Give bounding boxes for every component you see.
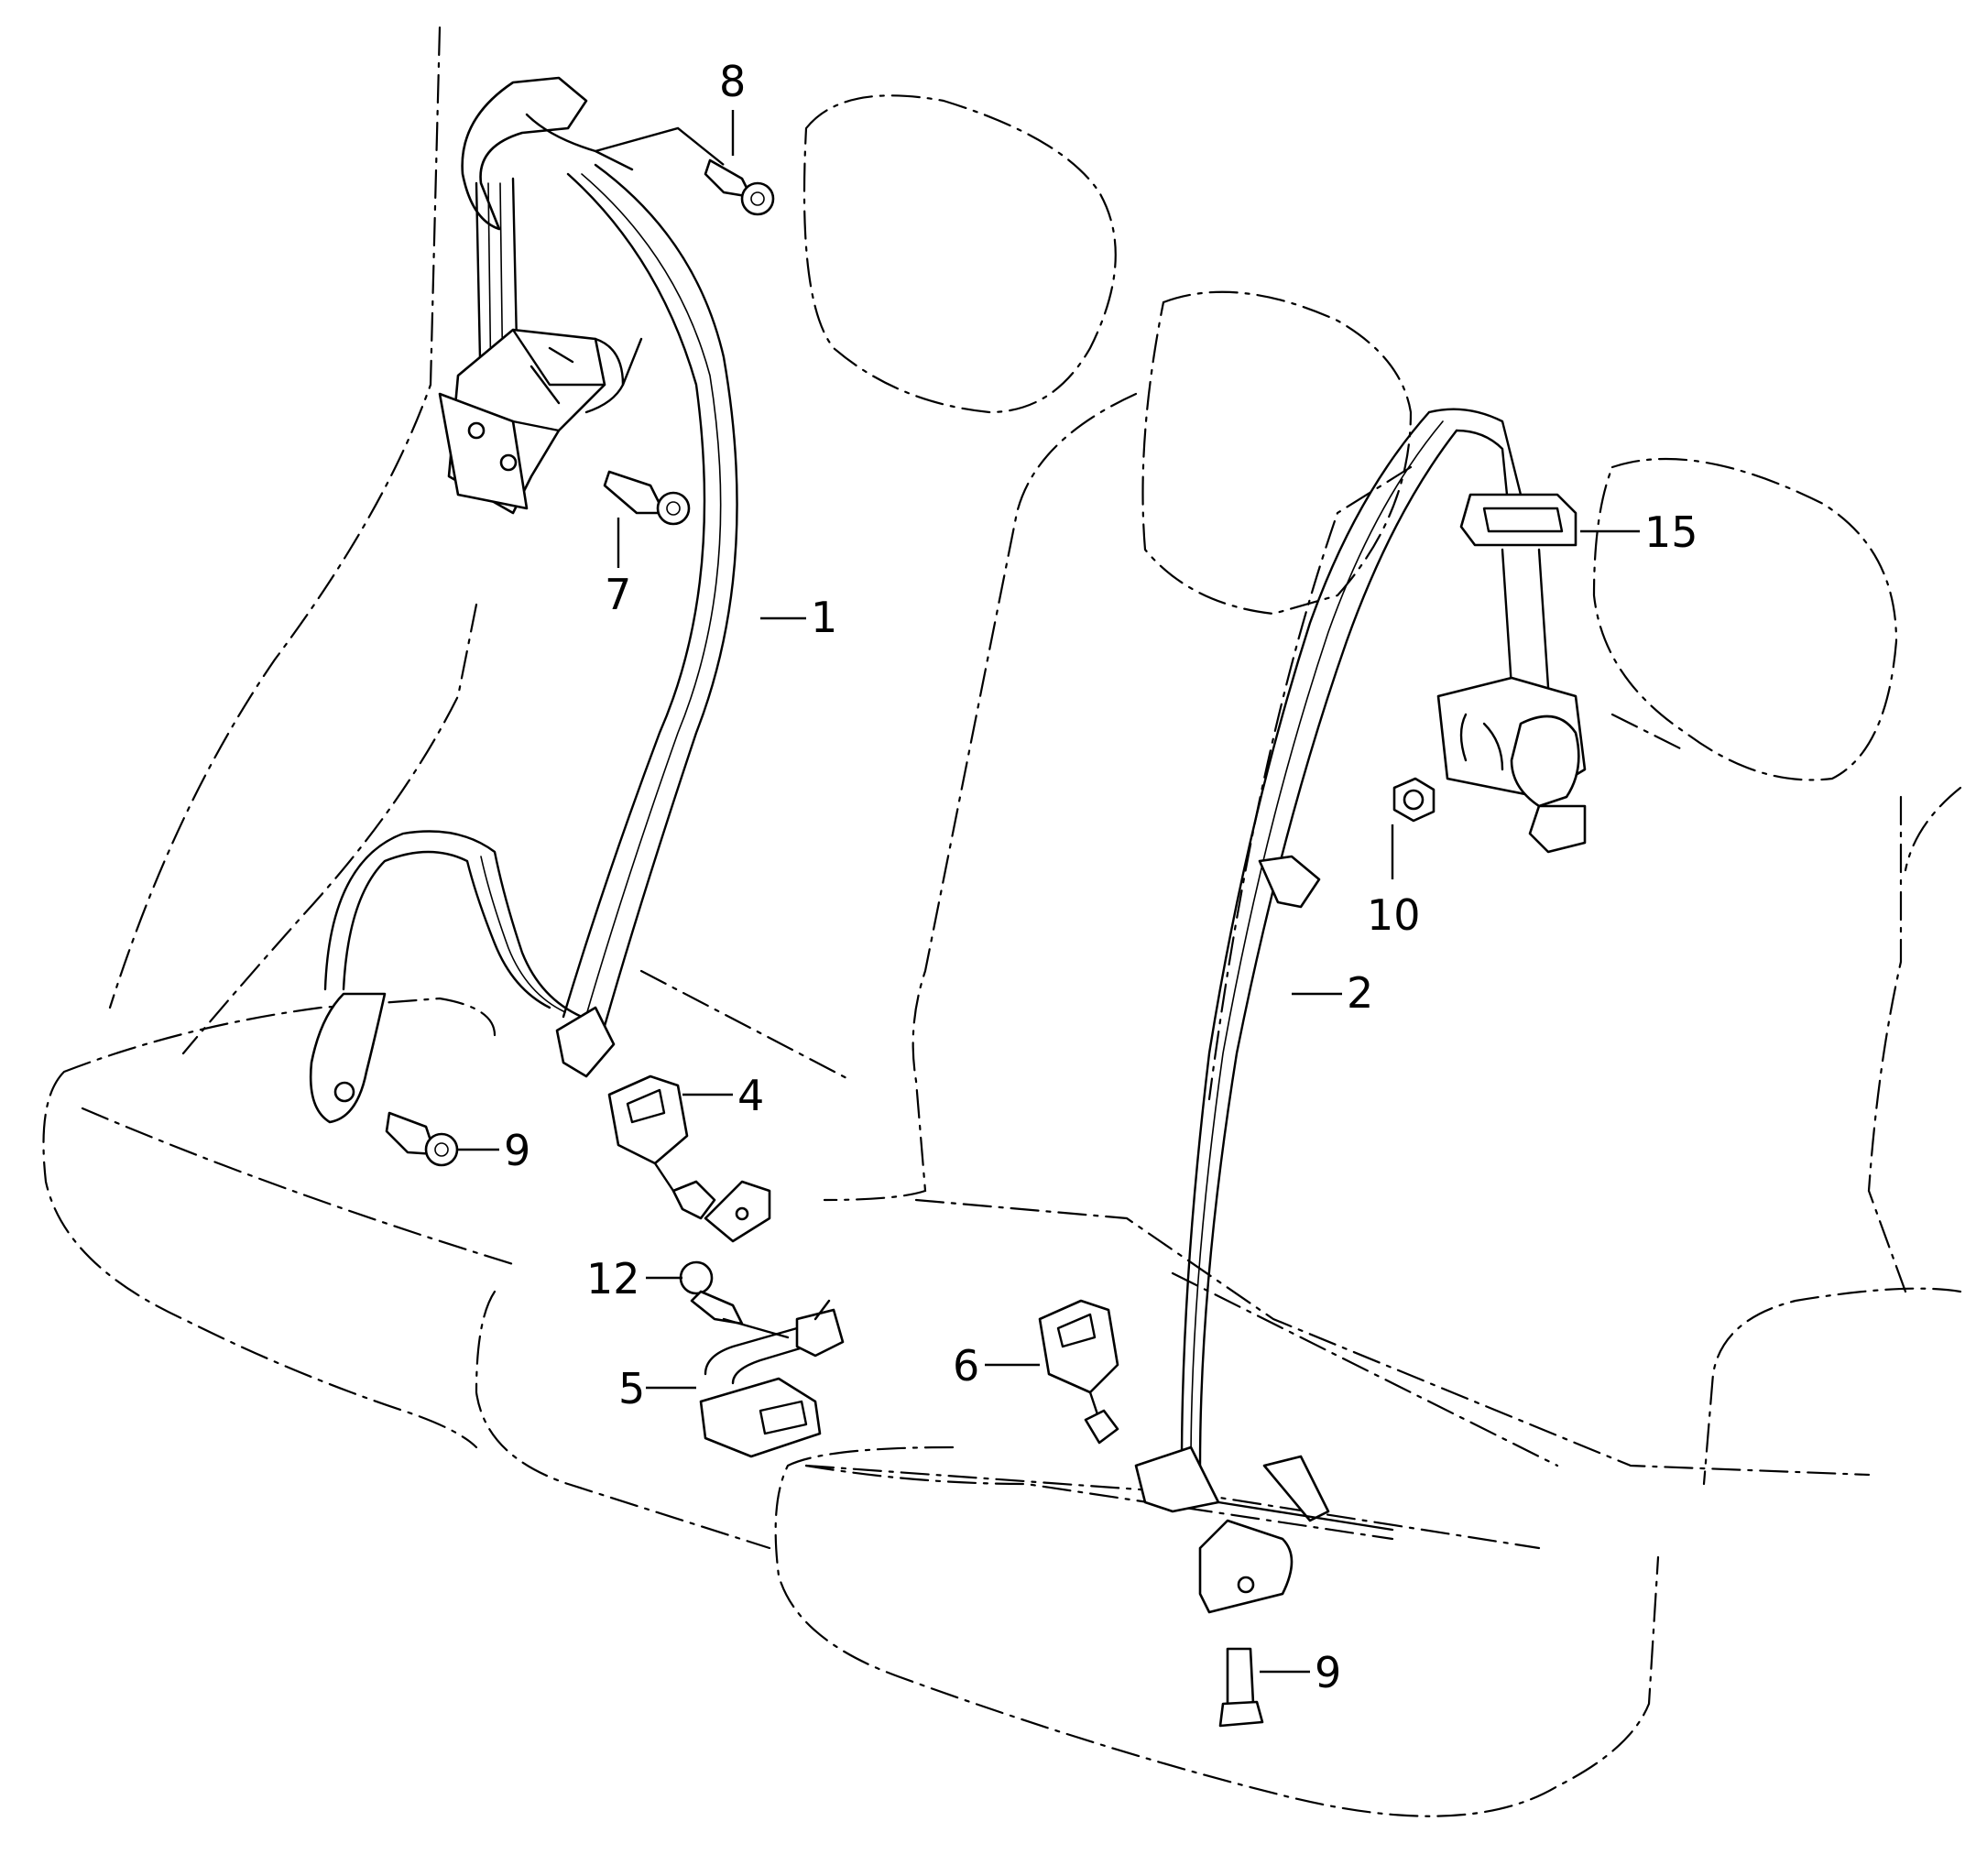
part-1-left-seat-belt	[309, 76, 738, 1124]
left-seat-cushion	[42, 997, 515, 1449]
seat-outlines	[42, 26, 1962, 1817]
part-15-belt-guide	[1459, 493, 1577, 547]
callout-9a: 9	[504, 1126, 530, 1175]
backrest-right-edge	[1610, 713, 1907, 1293]
part-8-bolt	[704, 158, 775, 216]
callout-8: 8	[719, 57, 746, 106]
part-10-nut	[1392, 777, 1436, 823]
callout-6: 6	[953, 1341, 979, 1391]
part-6-right-buckle	[1038, 1299, 1119, 1445]
callout-5: 5	[618, 1364, 645, 1413]
part-5-center-buckle	[699, 1299, 845, 1458]
part-7-bolt	[603, 470, 691, 526]
cushion-seam-3	[1171, 1271, 1559, 1467]
cushion-seam-2	[914, 1198, 1871, 1477]
callout-2: 2	[1347, 968, 1373, 1018]
right-retractor	[1436, 548, 1587, 854]
leader-8-bracket	[595, 126, 725, 166]
part-4-buckle	[607, 1074, 771, 1243]
right-headrest-outline	[1592, 457, 1898, 781]
part-2-right-seat-belt	[1134, 408, 1523, 1614]
part-9-bolt-right	[1218, 1647, 1264, 1728]
backrest-left-edge	[823, 392, 1138, 1202]
backrest-far-right-edge	[1702, 786, 1962, 1486]
callout-9b: 9	[1315, 1648, 1341, 1697]
left-headrest-outline	[802, 94, 1117, 414]
backrest-center-edge	[1207, 465, 1413, 1101]
center-headrest-outline	[1141, 290, 1413, 616]
part-9-bolt-left	[385, 1111, 459, 1167]
callout-10: 10	[1367, 890, 1421, 940]
pillar-outline	[108, 26, 442, 1009]
callout-4: 4	[737, 1071, 764, 1120]
leader-lines	[458, 110, 1640, 1674]
callout-7: 7	[605, 570, 631, 619]
callout-15: 15	[1644, 507, 1698, 557]
right-cushion-seam	[804, 1464, 1394, 1541]
callout-1: 1	[811, 593, 837, 642]
cushion-seam-1	[639, 969, 854, 1083]
part-12-bolt	[679, 1260, 790, 1339]
side-trim-outline	[181, 603, 478, 1055]
callout-12: 12	[586, 1254, 640, 1303]
callout-labels: 8 7 1 2 4 9 12 5 6 15 10 9	[504, 57, 1698, 1697]
right-seat-cushion	[774, 1445, 1660, 1817]
center-seat-cushion	[475, 1290, 771, 1550]
